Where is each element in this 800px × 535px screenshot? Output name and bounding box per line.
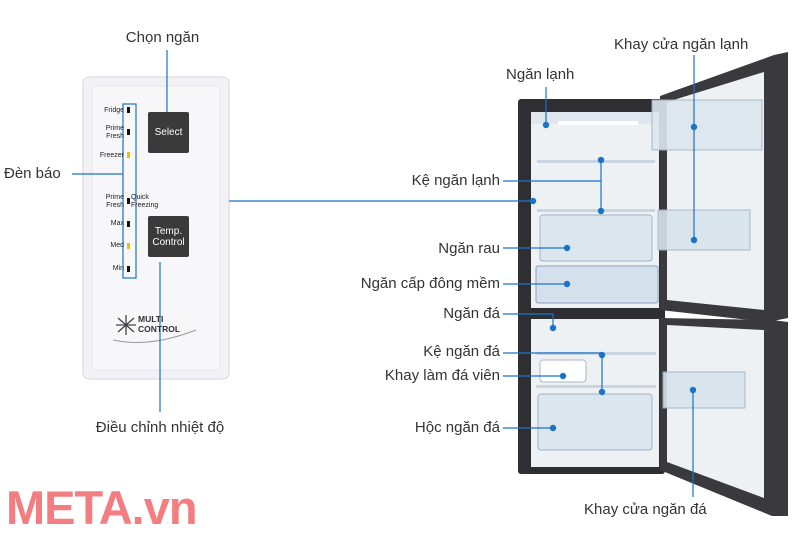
mode-freezer: Freezer bbox=[99, 152, 124, 159]
select-button: Select bbox=[148, 112, 189, 153]
snowflake-icon bbox=[116, 315, 136, 335]
callout-dots bbox=[542, 121, 698, 432]
label-select-section: Chọn ngăn bbox=[125, 29, 200, 46]
label-fridge-shelf: Kệ ngăn lạnh bbox=[411, 172, 500, 189]
label-fridge-door-tray: Khay cửa ngăn lạnh bbox=[614, 36, 749, 53]
label-freezer-shelf: Kệ ngăn đá bbox=[423, 343, 500, 360]
label-temp-adjust: Điều chỉnh nhiệt độ bbox=[95, 419, 225, 436]
level-max: Max bbox=[110, 220, 124, 227]
mode-fridge: Fridge bbox=[104, 107, 124, 114]
level-min: Min bbox=[112, 265, 124, 272]
indicator-lamps bbox=[127, 107, 130, 272]
callout-dot bbox=[529, 197, 537, 205]
label-ice-tray: Khay làm đá viên bbox=[384, 367, 500, 384]
logo-line1: MULTI bbox=[138, 314, 164, 324]
callouts bbox=[159, 50, 695, 497]
mode-prime-fresh-fridge: Prime Fresh bbox=[105, 125, 124, 140]
label-soft-freeze: Ngăn cấp đông mềm bbox=[360, 275, 500, 292]
logo-line2: CONTROL bbox=[138, 324, 181, 334]
label-freezer-door-tray: Khay cửa ngăn đá bbox=[584, 501, 707, 518]
temp-control-button: Temp. Control bbox=[148, 216, 189, 257]
fridge-body bbox=[518, 99, 665, 474]
fridge-lower-door bbox=[660, 318, 788, 516]
fridge-upper-door bbox=[651, 52, 788, 322]
level-med: Med bbox=[110, 242, 124, 249]
brand-watermark: META.vn bbox=[6, 481, 198, 534]
label-freezer-compartment: Ngăn đá bbox=[443, 305, 500, 322]
indicator-bracket bbox=[72, 103, 137, 279]
label-vegetable-drawer: Ngăn rau bbox=[438, 240, 500, 257]
temp-button-line2: Control bbox=[152, 236, 185, 248]
mode-quick-freezing: Quick Freezing bbox=[131, 194, 159, 209]
temp-button-line1: Temp. bbox=[154, 225, 183, 237]
label-indicator-lights: Đèn báo bbox=[4, 165, 61, 182]
label-freezer-drawer: Hộc ngăn đá bbox=[414, 419, 500, 436]
label-fridge-compartment: Ngăn lạnh bbox=[506, 66, 575, 83]
multi-control-logo: MULTI CONTROL bbox=[138, 314, 180, 334]
mode-prime-fresh-freezer: Prime Fresh bbox=[105, 194, 124, 209]
